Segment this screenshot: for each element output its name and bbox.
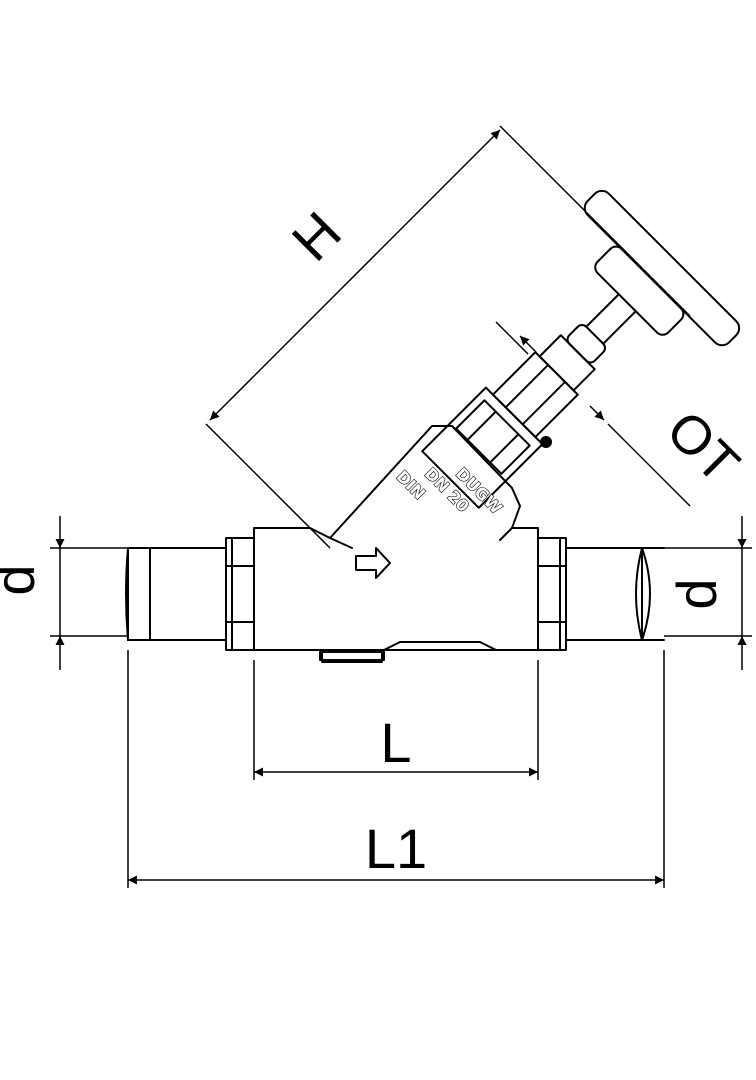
dimension-l [253, 660, 539, 780]
dimension-ot [495, 321, 691, 507]
dimension-d-right [664, 516, 752, 670]
flow-arrow-icon [355, 547, 391, 579]
right-press-fitting [537, 537, 665, 651]
dimension-d-left [50, 516, 128, 670]
dimension-l1 [127, 650, 665, 888]
body-marking: DUGW DN 20 DIN [392, 463, 507, 518]
valve-body [253, 425, 539, 663]
label-l: L [380, 711, 411, 774]
dimension-h [205, 125, 691, 549]
left-press-fitting [125, 537, 255, 651]
label-d-right: d [665, 578, 728, 609]
label-h: H [280, 200, 353, 273]
label-l1: L1 [365, 817, 427, 880]
marking-din: DIN [393, 467, 430, 504]
valve-bonnet [421, 189, 741, 509]
label-d-left: d [0, 564, 46, 595]
label-ot: OT [655, 400, 750, 495]
